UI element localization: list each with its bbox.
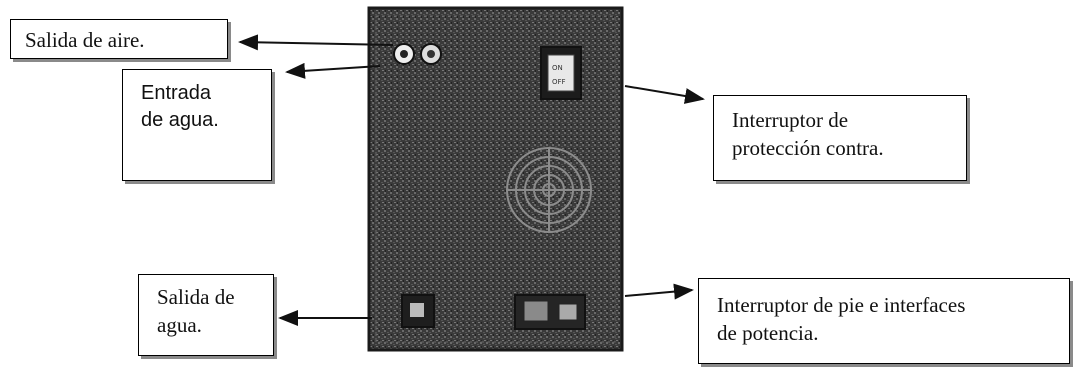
- fan-grill: [507, 148, 591, 232]
- arrow-protection-switch: [625, 86, 703, 99]
- arrow-foot-switch: [625, 290, 692, 296]
- label-protection-switch-line1: Interruptor de: [732, 106, 948, 134]
- label-foot-switch-line1: Interruptor de pie e interfaces: [717, 291, 1051, 319]
- label-water-inlet: Entrada de agua.: [122, 69, 272, 181]
- label-water-inlet-line2: de agua.: [141, 107, 253, 134]
- protection-switch: ON OFF: [541, 47, 581, 99]
- label-water-outlet: Salida de agua.: [138, 274, 274, 356]
- label-air-outlet: Salida de aire.: [10, 19, 228, 59]
- svg-text:ON: ON: [552, 64, 563, 72]
- label-water-outlet-line1: Salida de: [157, 283, 255, 311]
- svg-text:OFF: OFF: [552, 78, 566, 86]
- label-air-outlet-text: Salida de aire.: [25, 26, 213, 54]
- label-foot-switch-line2: de potencia.: [717, 319, 1051, 347]
- arrow-water-inlet: [287, 66, 380, 72]
- foot-switch-interfaces: [515, 295, 585, 329]
- label-water-inlet-line1: Entrada: [141, 80, 253, 107]
- water-outlet-connector: [402, 295, 434, 327]
- label-water-outlet-line2: agua.: [157, 311, 255, 339]
- label-protection-switch: Interruptor de protección contra.: [713, 95, 967, 181]
- label-protection-switch-line2: protección contra.: [732, 134, 948, 162]
- label-foot-switch: Interruptor de pie e interfaces de poten…: [698, 278, 1070, 364]
